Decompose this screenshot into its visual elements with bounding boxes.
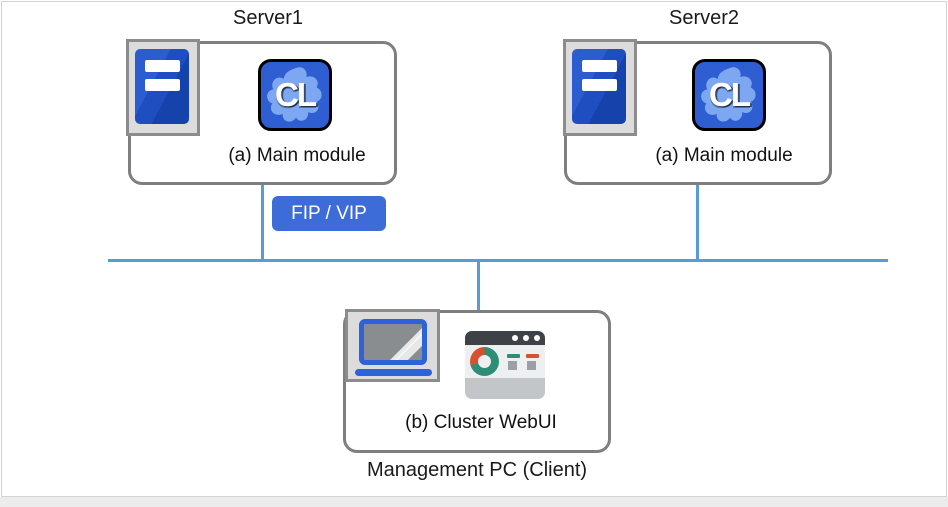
browser-dot-icon — [512, 335, 518, 341]
server1-main-module-label: (a) Main module — [228, 145, 366, 166]
cl-icon-label: CL — [275, 76, 317, 113]
dashboard-widget-icon — [526, 354, 539, 370]
laptop-screen — [359, 319, 427, 365]
management-pc-caption: Management PC (Client) — [366, 459, 588, 481]
cluster-webui-label: (b) Cluster WebUI — [405, 412, 557, 433]
server-tower-icon — [126, 39, 200, 136]
browser-dot-icon — [523, 335, 529, 341]
server1-network-link — [261, 185, 264, 259]
browser-window-icon — [465, 331, 545, 399]
browser-titlebar — [465, 331, 545, 345]
laptop-icon — [345, 309, 440, 382]
page-bottom-strip — [0, 497, 948, 507]
cluster-blob-shape — [701, 67, 756, 122]
cluster-app-icon: CL — [692, 59, 766, 131]
server-tower-body — [135, 49, 189, 124]
client-network-link — [477, 262, 480, 310]
network-bus-line — [108, 259, 888, 262]
browser-dot-icon — [534, 335, 540, 341]
server-tower-icon — [563, 39, 637, 136]
dashboard-widget-icon — [507, 354, 520, 370]
laptop-base — [355, 369, 432, 376]
server2-network-link — [696, 185, 699, 259]
fip-vip-badge: FIP / VIP — [272, 196, 386, 231]
cl-icon-label: CL — [709, 76, 751, 113]
cluster-app-icon: CL — [258, 59, 332, 131]
browser-footer — [465, 378, 545, 399]
cluster-blob-shape — [267, 67, 322, 122]
donut-chart-icon — [470, 347, 499, 376]
server2-title: Server2 — [668, 7, 740, 29]
server-tower-body — [572, 49, 626, 124]
server1-title: Server1 — [232, 7, 304, 29]
browser-content — [465, 345, 545, 378]
server2-main-module-label: (a) Main module — [655, 145, 793, 166]
